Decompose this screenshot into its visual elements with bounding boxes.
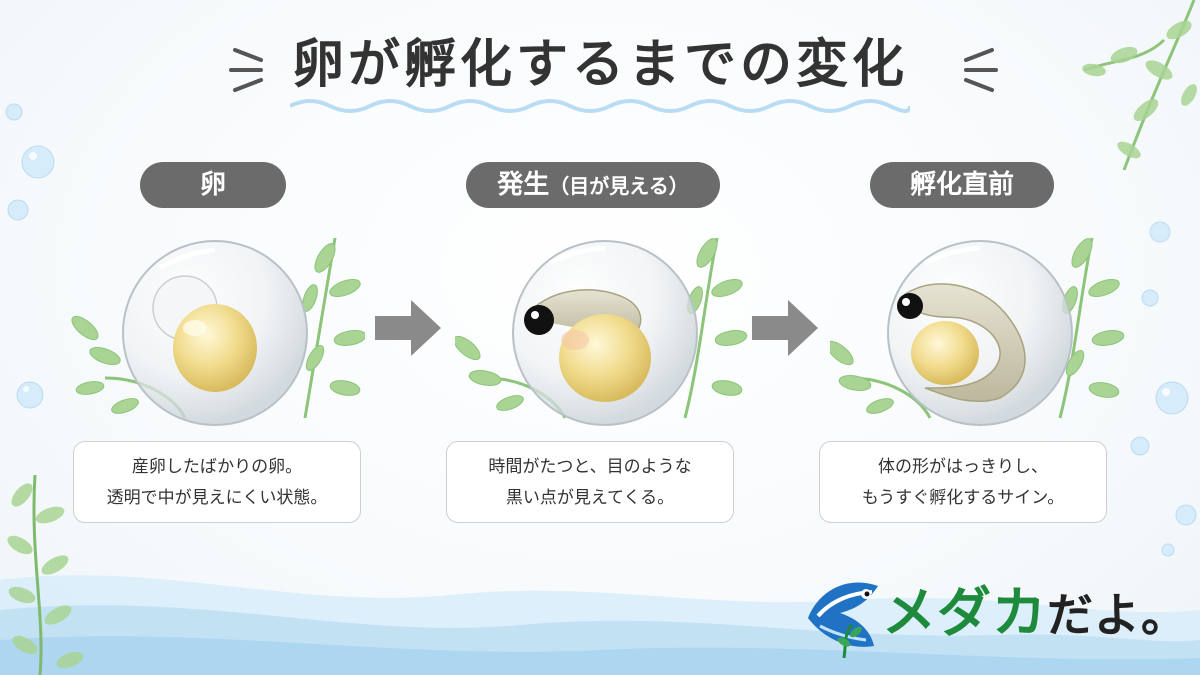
water-plant-icon (830, 237, 1125, 419)
brand-logo: メダカだよ。 (800, 568, 1187, 658)
bubble-icon (7, 199, 29, 221)
egg-illustration-stage3 (830, 237, 1125, 426)
water-plant-top-right (1082, 0, 1197, 171)
embryo-eye-icon (524, 305, 554, 335)
bubble-icon (1130, 436, 1150, 456)
title-area: 卵が孵化するまでの変化 (0, 30, 1200, 100)
bubble-icon (1155, 381, 1189, 415)
egg-illustration-stage1 (71, 237, 365, 426)
title-sparkle-left (229, 48, 263, 92)
title-sparkle-right (964, 48, 998, 92)
bubble-icon (1149, 221, 1171, 243)
medaka-fish-icon (808, 582, 878, 658)
water-plant-icon (455, 237, 748, 419)
stage-description-development: 時間がたつと、目のような 黒い点が見えてくる。 (446, 441, 734, 523)
bubble-icon (1161, 543, 1175, 557)
page-title: 卵が孵化するまでの変化 (291, 35, 908, 95)
stage-label-before-hatching: 孵化直前 (870, 162, 1054, 208)
bubble-icon (16, 381, 44, 409)
stage-label-development: 発生（目が見える） (466, 162, 720, 208)
title-wave-underline (290, 99, 910, 113)
stage-description-before-hatching: 体の形がはっきりし、 もうすぐ孵化するサイン。 (819, 441, 1107, 523)
arrow-right-icon (375, 300, 441, 356)
bubble-icon (21, 145, 55, 179)
stage-label-egg: 卵 (140, 162, 286, 208)
water-waves-decoration (0, 575, 1200, 675)
stage-description-egg: 産卵したばかりの卵。 透明で中が見えにくい状態。 (73, 441, 361, 523)
water-plant-bottom-left (7, 475, 84, 675)
water-plant-icon (71, 237, 365, 419)
bubble-icon (1175, 504, 1197, 526)
bubble-icon (1141, 289, 1159, 307)
bubble-icon (5, 103, 23, 121)
egg-illustration-stage2 (455, 237, 748, 426)
fry-eye-icon (897, 293, 923, 319)
arrow-right-icon (752, 300, 818, 356)
brand-logo-text: メダカだよ。 (882, 581, 1188, 644)
